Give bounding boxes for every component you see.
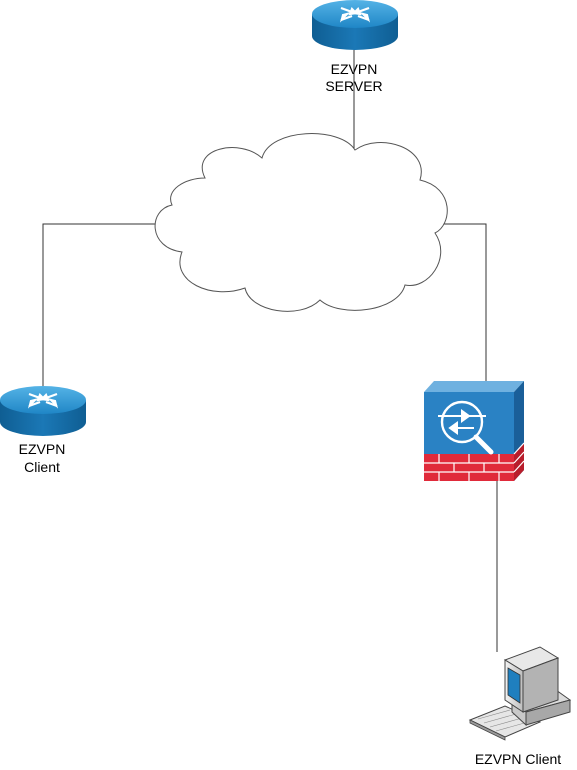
server-router-icon [312, 0, 398, 50]
client-router-icon [0, 386, 86, 436]
link-cloud-router-client [42, 223, 160, 392]
server-label-line2: SERVER [325, 78, 382, 94]
pc-client-label: EZVPN Client [475, 751, 561, 767]
server-label-line1: EZVPN [331, 61, 378, 77]
firewall-appliance-icon [424, 381, 525, 481]
router-client-label-line1: EZVPN [19, 441, 66, 457]
workstation-icon [468, 646, 572, 741]
cloud-icon [154, 133, 448, 312]
connections [42, 48, 498, 652]
router-client-label-line2: Client [24, 459, 60, 475]
link-cloud-firewall [440, 223, 487, 385]
